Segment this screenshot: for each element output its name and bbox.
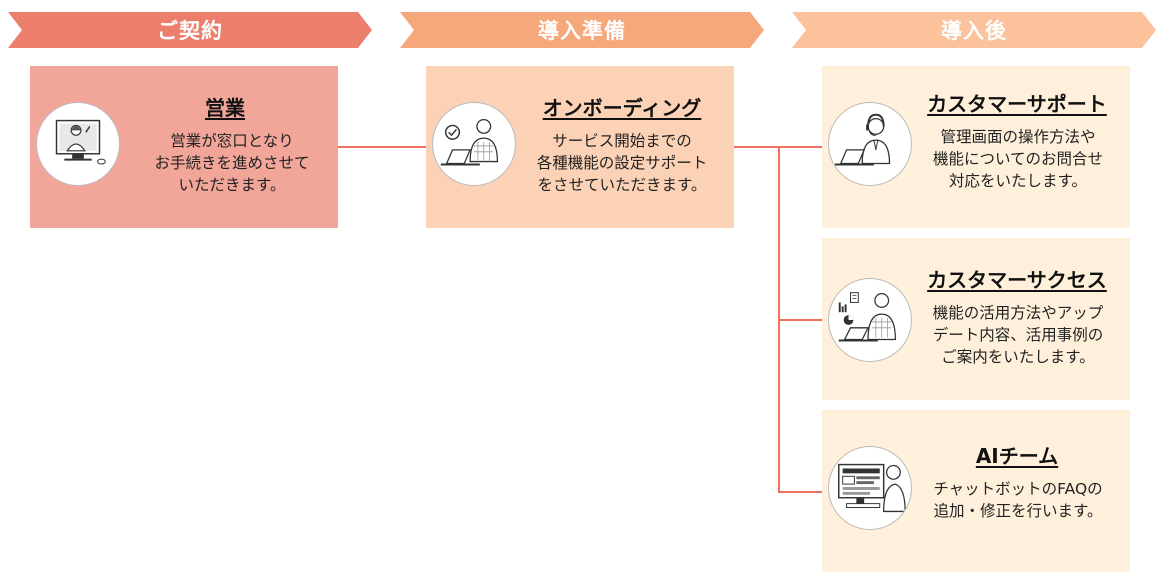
stage-label: 導入後 (941, 19, 1007, 43)
stage-label: ご契約 (157, 19, 223, 43)
card-customer-success: カスタマーサクセス 機能の活用方法やアップ デート内容、活用事例の ご案内をいた… (822, 238, 1130, 400)
card-title: カスタマーサクセス (927, 268, 1107, 292)
connector-to-support (778, 146, 822, 148)
connector-onboarding-branch (734, 146, 780, 148)
card-title: カスタマーサポート (927, 92, 1107, 116)
card-customer-support: カスタマーサポート 管理画面の操作方法や 機能についてのお問合せ 対応をいたしま… (822, 66, 1130, 228)
card-sales: 営業 営業が窓口となり お手続きを進めさせて いただきます。 (30, 66, 338, 228)
card-title: オンボーディング (542, 96, 702, 120)
stage-arrow-preparation: 導入準備 (400, 12, 764, 48)
connector-sales-onboarding (338, 146, 426, 148)
stage-label: 導入準備 (538, 19, 626, 43)
card-description: 営業が窓口となり お手続きを進めさせて いただきます。 (154, 132, 310, 194)
ai-monitor-person-icon (828, 446, 912, 530)
stage-arrow-after: 導入後 (792, 12, 1156, 48)
card-ai-team: AIチーム チャットボットのFAQの 追加・修正を行います。 (822, 410, 1130, 572)
card-onboarding: オンボーディング サービス開始までの 各種機能の設定サポート をさせていただきま… (426, 66, 734, 228)
card-title: AIチーム (975, 444, 1059, 468)
stage-arrow-contract: ご契約 (8, 12, 372, 48)
card-description: 機能の活用方法やアップ デート内容、活用事例の ご案内をいたします。 (932, 304, 1104, 366)
card-description: 管理画面の操作方法や 機能についてのお問合せ 対応をいたします。 (932, 128, 1104, 190)
onboarding-person-laptop-icon (432, 102, 516, 186)
card-description: サービス開始までの 各種機能の設定サポート をさせていただきます。 (536, 132, 708, 194)
card-description: チャットボットのFAQの 追加・修正を行います。 (933, 480, 1103, 520)
connector-to-success (778, 319, 822, 321)
connector-to-ai (778, 491, 822, 493)
card-title: 営業 (205, 96, 245, 120)
salesperson-monitor-icon (36, 102, 120, 186)
headset-operator-icon (828, 102, 912, 186)
analytics-person-icon (828, 278, 912, 362)
